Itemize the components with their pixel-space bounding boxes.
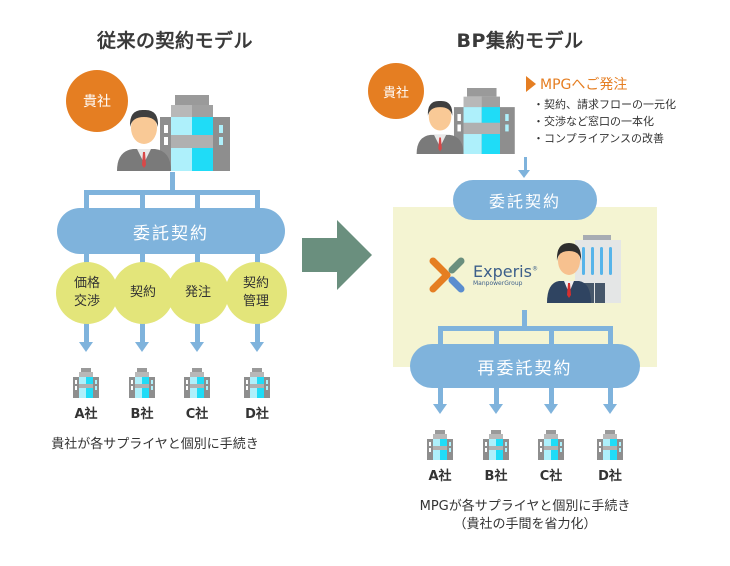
supplier-label-a: A社 <box>74 407 98 422</box>
arrow-down-icon <box>518 170 530 178</box>
task-circle-ordering: 発注 <box>167 262 229 324</box>
supplier-label-c: C社 <box>539 469 563 484</box>
order-heading: MPGへご発注 <box>526 74 627 94</box>
client-badge-right: 貴社 <box>368 63 424 119</box>
left-connector-stem <box>170 172 175 192</box>
arrow-down-icon <box>489 404 503 414</box>
supplier-building-icon <box>73 368 99 398</box>
right-connector-leg <box>438 326 443 348</box>
arrow-down-icon <box>433 404 447 414</box>
supplier-building-icon <box>244 368 270 398</box>
arrow-down-icon <box>79 342 93 352</box>
supplier-building-icon <box>538 430 564 460</box>
supplier-building-icon <box>129 368 155 398</box>
left-connector-leg <box>195 190 200 214</box>
task-label: 契約 <box>242 275 269 291</box>
logo-name: Experis <box>473 262 532 281</box>
task-label: 交渉 <box>73 294 100 309</box>
supplier-label-b: B社 <box>130 407 154 422</box>
supplier-building-icon <box>483 430 509 460</box>
task-label: 管理 <box>242 294 269 309</box>
left-connector-leg <box>255 190 260 214</box>
experis-logo-text: Experis® ManpowerGroup <box>473 262 538 287</box>
task-circle-price-negotiation: 価格交渉 <box>56 262 118 324</box>
left-connector-bar <box>84 190 260 195</box>
benefits-list: ・契約、請求フローの一元化 ・交渉など窓口の一本化 ・コンプライアンスの改善 <box>533 96 676 147</box>
task-label: 価格 <box>73 275 100 291</box>
right-connector-leg <box>494 326 499 348</box>
logo-sub: ManpowerGroup <box>473 280 523 287</box>
task-label: 発注 <box>184 284 211 300</box>
benefit-item: ・コンプライアンスの改善 <box>533 132 665 145</box>
triangle-right-icon <box>526 76 536 92</box>
arrow-down-icon <box>190 342 204 352</box>
supplier-label-d: D社 <box>598 469 622 484</box>
supplier-building-icon <box>427 430 453 460</box>
transition-arrow-icon <box>302 220 372 290</box>
left-footer-note: 貴社が各サプライヤと個別に手続き <box>51 437 259 452</box>
arrow-down-icon <box>544 404 558 414</box>
mpg-person-building-icon <box>547 235 621 303</box>
experis-logo-icon <box>429 257 465 293</box>
task-circle-contract-management: 契約管理 <box>225 262 287 324</box>
supplier-label-b: B社 <box>484 469 508 484</box>
order-heading-text: MPGへご発注 <box>540 77 628 93</box>
supplier-label-a: A社 <box>428 469 452 484</box>
right-connector-stem <box>522 310 527 328</box>
task-circle-contract: 契約 <box>112 262 174 324</box>
left-connector-leg <box>140 190 145 214</box>
right-connector-leg <box>608 326 613 348</box>
supplier-building-icon <box>597 430 623 460</box>
right-supplier-line <box>438 386 443 404</box>
left-title: 従来の契約モデル <box>96 30 253 52</box>
right-title: BP集約モデル <box>456 30 584 52</box>
right-footer-line1: MPGが各サプライヤと個別に手続き <box>419 499 631 514</box>
client-person-building-icon <box>117 95 230 171</box>
benefit-item: ・契約、請求フローの一元化 <box>533 98 676 111</box>
right-supplier-line <box>494 386 499 404</box>
task-label: 契約 <box>129 284 156 300</box>
right-connector-stem <box>524 157 527 171</box>
left-contract-pill: 委託契約 <box>57 208 285 254</box>
right-contract-pill: 委託契約 <box>453 180 597 220</box>
right-subcontract-pill: 再委託契約 <box>410 344 640 388</box>
right-footer-line2: （貴社の手間を省力化） <box>453 517 597 532</box>
right-supplier-line <box>549 386 554 404</box>
supplier-building-icon <box>184 368 210 398</box>
left-connector-leg <box>84 190 89 214</box>
right-supplier-line <box>608 386 613 404</box>
benefit-item: ・交渉など窓口の一本化 <box>533 115 654 128</box>
right-connector-leg <box>549 326 554 348</box>
arrow-down-icon <box>603 404 617 414</box>
supplier-label-d: D社 <box>245 407 269 422</box>
arrow-down-icon <box>250 342 264 352</box>
logo-registered: ® <box>531 265 538 273</box>
supplier-label-c: C社 <box>185 407 209 422</box>
client-person-building-icon <box>416 88 515 154</box>
client-badge-left: 貴社 <box>66 70 128 132</box>
arrow-down-icon <box>135 342 149 352</box>
right-connector-bar <box>438 326 613 331</box>
